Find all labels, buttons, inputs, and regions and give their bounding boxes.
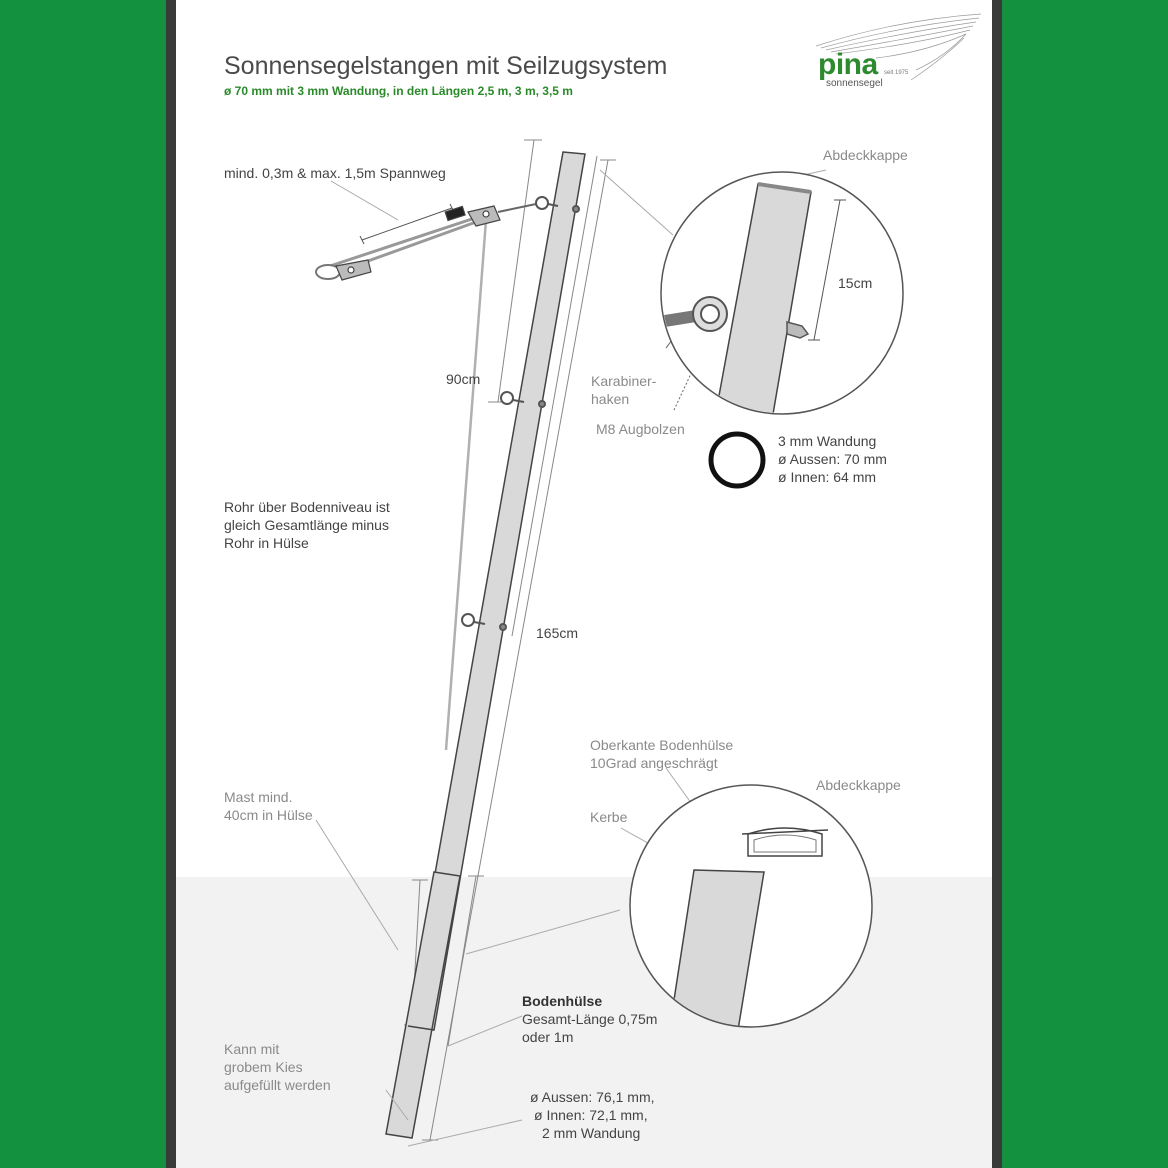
label-spannweg: mind. 0,3m & max. 1,5m Spannweg — [224, 165, 446, 181]
label-abdeckkappe-top: Abdeckkappe — [823, 147, 908, 163]
spec-wand-line3: ø Innen: 64 mm — [778, 469, 877, 485]
note-kies-line2: grobem Kies — [224, 1059, 303, 1075]
label-oberkante-line1: Oberkante Bodenhülse — [590, 737, 734, 753]
label-kerbe: Kerbe — [590, 809, 628, 825]
label-karabiner-line2: haken — [591, 391, 630, 407]
detail-circle-bottom — [629, 784, 873, 1028]
detail-circle-top — [660, 171, 904, 415]
label-bodenhuelse-line2: oder 1m — [522, 1029, 574, 1045]
label-165cm: 165cm — [536, 625, 579, 641]
spannweg-dimension — [330, 180, 455, 245]
note-rohr-line2: gleich Gesamtlänge minus — [224, 517, 389, 533]
dimension-lines — [404, 139, 616, 1141]
logo-est: seit 1975 — [884, 70, 909, 76]
label-bodenhuelse-title: Bodenhülse — [522, 993, 603, 1009]
label-oberkante-line2: 10Grad angeschrägt — [590, 755, 718, 771]
eye-bolts — [461, 196, 580, 631]
note-kies-line1: Kann mit — [224, 1041, 280, 1057]
frame-right — [992, 0, 1002, 1168]
label-90cm: 90cm — [446, 371, 481, 387]
pipe-cross-section — [708, 431, 766, 489]
note-mast-line1: Mast mind. — [224, 789, 293, 805]
label-bodenhuelse-line1: Gesamt-Länge 0,75m — [522, 1011, 658, 1027]
ground-sleeve — [385, 871, 461, 1139]
note-rohr-line3: Rohr in Hülse — [224, 535, 309, 551]
label-augbolzen: M8 Augbolzen — [596, 421, 685, 437]
spec-huelse-line3: 2 mm Wandung — [542, 1125, 641, 1141]
page-title: Sonnensegelstangen mit Seilzugsystem — [224, 52, 668, 80]
logo: pina — [818, 48, 878, 81]
spec-huelse-line2: ø Innen: 72,1 mm, — [534, 1107, 648, 1123]
spec-wand-line1: 3 mm Wandung — [778, 433, 877, 449]
note-rohr-line1: Rohr über Bodenniveau ist — [224, 499, 390, 515]
spec-huelse-line1: ø Aussen: 76,1 mm, — [530, 1089, 655, 1105]
label-abdeckkappe-bottom: Abdeckkappe — [816, 777, 901, 793]
rope-down — [444, 219, 488, 751]
label-karabiner-line1: Karabiner- — [591, 373, 657, 389]
technical-drawing — [315, 13, 982, 1147]
rope-tensioner — [315, 203, 537, 281]
document-sheet: Sonnensegelstangen mit Seilzugsystem ø 7… — [176, 0, 992, 1168]
spec-wand-line2: ø Aussen: 70 mm — [778, 451, 887, 467]
label-15cm: 15cm — [838, 275, 873, 291]
note-mast-line2: 40cm in Hülse — [224, 807, 313, 823]
page-subtitle: ø 70 mm mit 3 mm Wandung, in den Längen … — [224, 84, 573, 98]
logo-subtitle: sonnensegel — [826, 78, 883, 89]
frame-left — [166, 0, 176, 1168]
logo-swoosh — [815, 13, 982, 81]
note-kies-line3: aufgefüllt werden — [224, 1077, 331, 1093]
